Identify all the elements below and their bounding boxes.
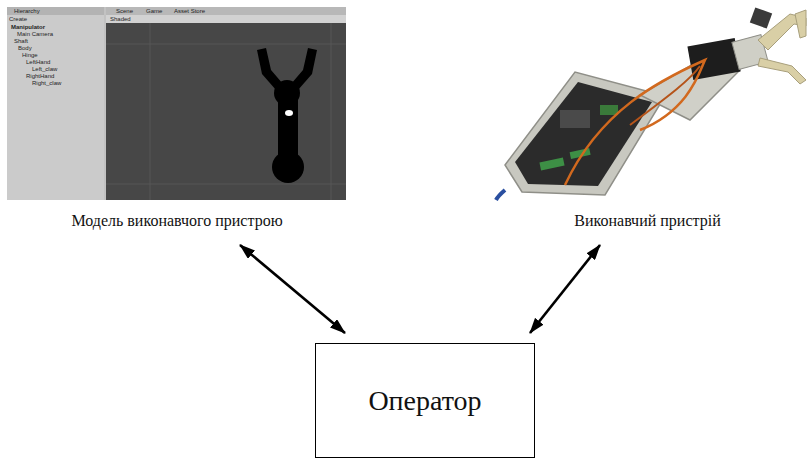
scene-toolbar: [106, 15, 346, 23]
figure-caption: Модель виконавчого пристрою: [71, 211, 282, 231]
ui-label: Left_claw: [32, 66, 57, 73]
bidirectional-arrow: [240, 245, 345, 333]
ui-label: RightHand: [26, 73, 54, 80]
tab-bar: [106, 7, 346, 15]
illustration-with-caption: Модель виконавчого пристрою: [7, 7, 347, 231]
ui-label: Hinge: [22, 52, 38, 59]
ui-label: Manipulator: [11, 24, 45, 31]
scene-view: [106, 23, 346, 200]
ui-label: Game: [146, 8, 162, 15]
bidirectional-arrow: [530, 245, 600, 333]
manipulator-model: [257, 48, 317, 183]
ui-label: Main Camera: [17, 31, 53, 38]
hierarchy-panel: [7, 7, 104, 200]
editor-frame: [7, 7, 346, 200]
photo-with-caption: Виконавчий пристрій: [490, 7, 805, 231]
operator-box: Оператор: [315, 343, 535, 458]
scene-grid: [106, 23, 346, 200]
ui-label: LeftHand: [26, 59, 50, 66]
ui-label: Right_claw: [32, 80, 61, 87]
ui-label: Shaded: [110, 16, 131, 23]
pivot-marker: [285, 110, 293, 116]
figure-caption: Виконавчий пристрій: [574, 211, 720, 231]
ui-label: Hierarchy: [14, 8, 40, 15]
ui-label: Create: [9, 16, 27, 23]
ui-label: Scene: [116, 8, 133, 15]
ui-label: Shaft: [14, 38, 28, 45]
ui-label: Body: [18, 45, 32, 52]
robot-arm-photo: [496, 7, 806, 200]
node-label: Оператор: [368, 385, 481, 417]
ui-label: Asset Store: [174, 8, 205, 15]
panel-header: [7, 7, 104, 15]
unity-screenshot: [7, 7, 346, 200]
